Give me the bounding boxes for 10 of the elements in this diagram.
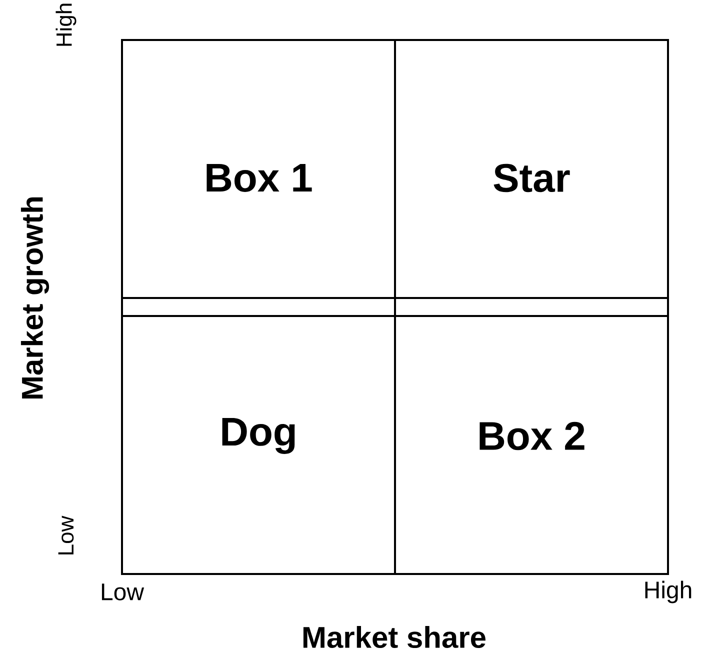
axis-tick-label: Low	[58, 516, 74, 554]
axis-title: Market growth	[20, 197, 50, 398]
quadrant-box: Star	[394, 39, 669, 317]
axis-tick-label: High	[645, 580, 692, 604]
quadrant-box: Box 1	[121, 39, 396, 317]
axis-tick-label: Low	[102, 584, 144, 600]
axis-tick-label: High	[56, 4, 76, 46]
quadrant-box: Box 2	[394, 297, 669, 575]
quadrant-box: Dog	[121, 297, 396, 575]
axis-title: Market share	[303, 626, 486, 648]
